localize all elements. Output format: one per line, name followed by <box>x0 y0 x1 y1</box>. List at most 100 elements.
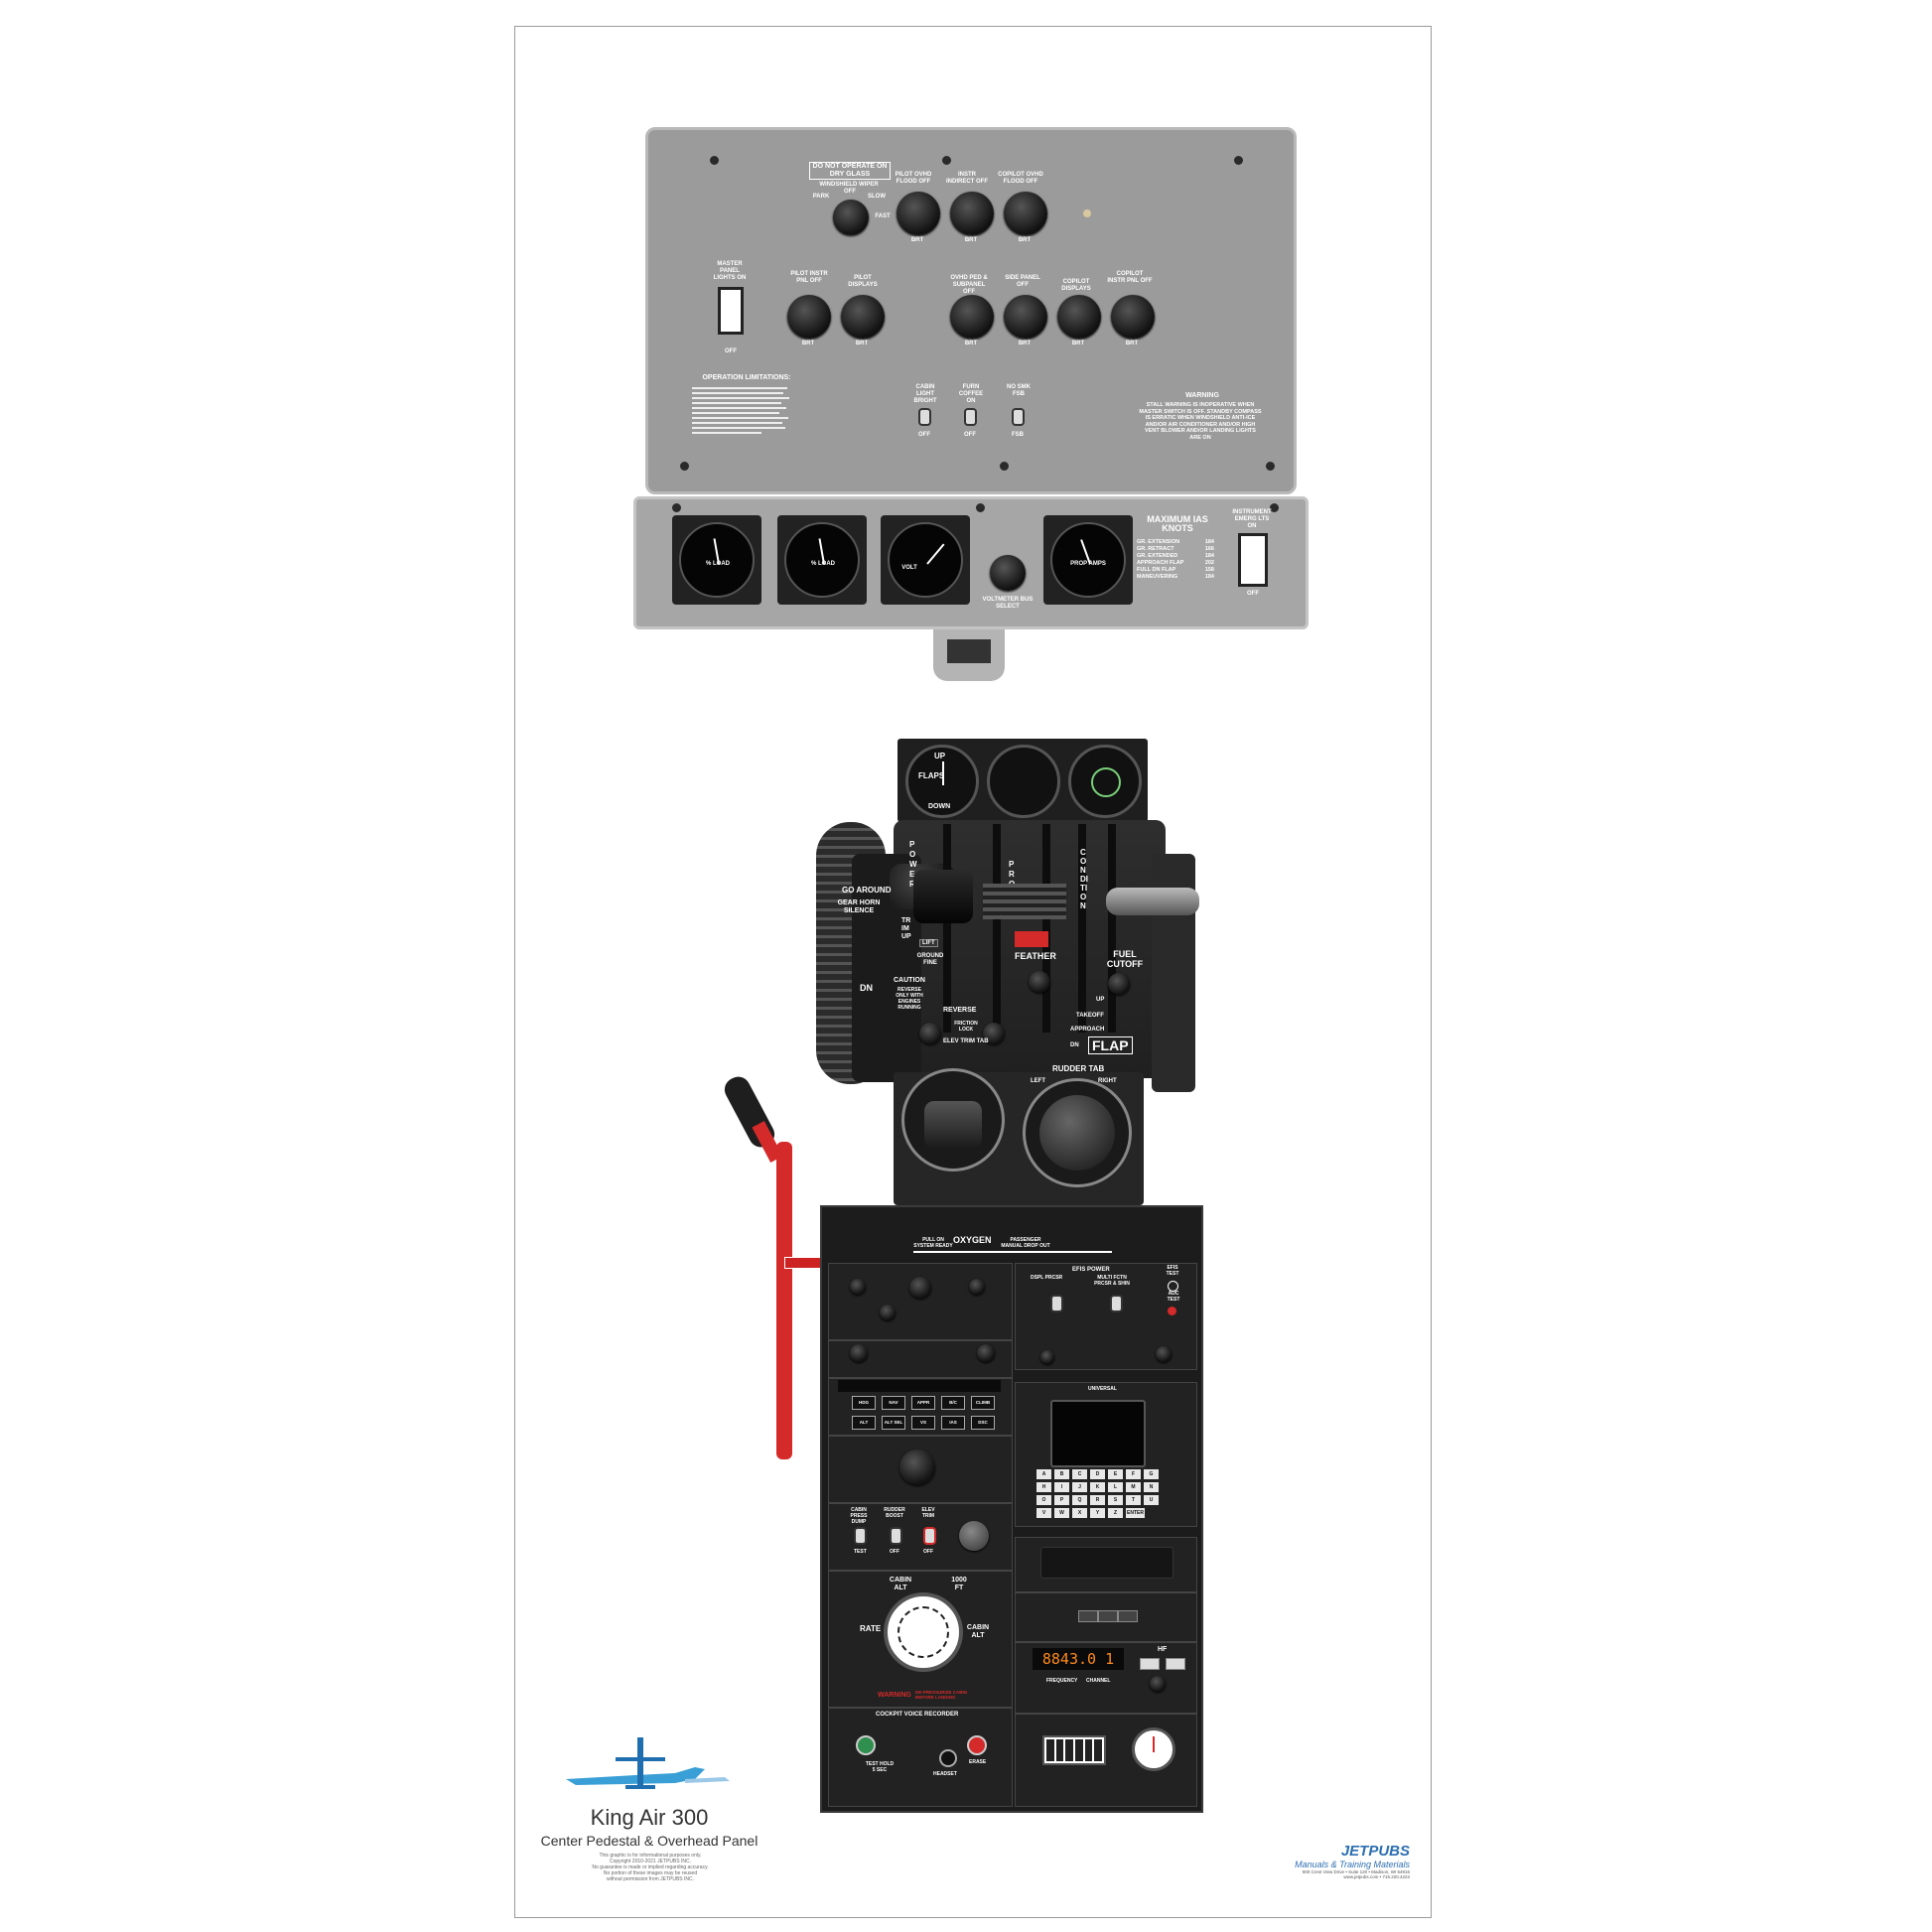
prop-levers[interactable] <box>983 884 1066 919</box>
aileron-trim-dial[interactable] <box>901 1068 1005 1172</box>
selcal-button[interactable] <box>1098 1610 1118 1622</box>
dip-switch[interactable] <box>1075 1739 1083 1761</box>
cvr-erase-button[interactable] <box>967 1735 987 1755</box>
headset-jack[interactable] <box>939 1749 957 1767</box>
hdg-knob[interactable] <box>850 1344 868 1362</box>
display-hdg-knob[interactable] <box>1040 1350 1054 1364</box>
fms-key[interactable]: O <box>1036 1495 1051 1505</box>
adc-knob[interactable] <box>909 1277 931 1299</box>
pilot-instr-pnl-knob[interactable] <box>787 295 831 339</box>
fms-key[interactable]: Q <box>1072 1495 1087 1505</box>
fms-key[interactable]: L <box>1108 1482 1123 1492</box>
copilot-instr-pnl-knob[interactable] <box>1111 295 1155 339</box>
pilot-displays-knob[interactable] <box>841 295 885 339</box>
display-crs-knob[interactable] <box>1156 1346 1172 1362</box>
aileron-trim-knob[interactable] <box>924 1101 982 1149</box>
autopilot-b-c-button[interactable]: B/C <box>941 1396 965 1410</box>
autopilot-climb-button[interactable]: CLIMB <box>971 1396 995 1410</box>
fms-key[interactable]: U <box>1144 1495 1159 1505</box>
master-panel-lights-switch[interactable] <box>718 287 744 335</box>
selcal-button[interactable] <box>1118 1610 1138 1622</box>
fms-key[interactable]: J <box>1072 1482 1087 1492</box>
ovhd-ped-subpanel-knob[interactable] <box>950 295 994 339</box>
dip-switch[interactable] <box>1094 1739 1103 1761</box>
autopilot-nav-button[interactable]: NAV <box>882 1396 905 1410</box>
prop-friction-knob[interactable] <box>983 1023 1005 1044</box>
fms-key[interactable]: F <box>1126 1469 1141 1479</box>
dip-switch[interactable] <box>1084 1739 1093 1761</box>
autopilot-ias-button[interactable]: IAS <box>941 1416 965 1430</box>
fms-key[interactable]: S <box>1108 1495 1123 1505</box>
crs-knob[interactable] <box>977 1344 995 1362</box>
fms-key[interactable]: B <box>1054 1469 1069 1479</box>
fms-key[interactable]: E <box>1108 1469 1123 1479</box>
fms-key[interactable]: H <box>1036 1482 1051 1492</box>
fms-key[interactable]: X <box>1072 1508 1087 1518</box>
furn-coffee-toggle[interactable] <box>964 408 977 426</box>
autopilot-vs-button[interactable]: VS <box>911 1416 935 1430</box>
pitch-wheel-knob[interactable] <box>899 1449 935 1485</box>
fms-key[interactable]: D <box>1090 1469 1105 1479</box>
fms-key[interactable]: G <box>1144 1469 1159 1479</box>
no-smk-fsb-toggle[interactable] <box>1012 408 1025 426</box>
dip-switch[interactable] <box>1055 1739 1064 1761</box>
selcal-button[interactable] <box>1078 1610 1098 1622</box>
fms-key[interactable]: Z <box>1108 1508 1123 1518</box>
voltmeter-bus-select-knob[interactable] <box>990 555 1026 591</box>
fms-key[interactable]: C <box>1072 1469 1087 1479</box>
autopilot-alt-sel-button[interactable]: ALT SEL <box>882 1416 905 1430</box>
dim-knob[interactable] <box>880 1305 896 1320</box>
multi-fctn-toggle[interactable] <box>1110 1295 1123 1312</box>
fms-key[interactable]: W <box>1054 1508 1069 1518</box>
fms-key[interactable]: A <box>1036 1469 1051 1479</box>
power-lever-left[interactable] <box>913 870 973 923</box>
fms-key[interactable]: V <box>1036 1508 1051 1518</box>
fms-key[interactable]: K <box>1090 1482 1105 1492</box>
condition-levers[interactable] <box>1106 888 1199 915</box>
dip-switch[interactable] <box>1065 1739 1074 1761</box>
rudder-trim-knob[interactable] <box>1039 1095 1115 1171</box>
dip-switch-block[interactable] <box>1042 1735 1106 1765</box>
fms-key[interactable]: I <box>1054 1482 1069 1492</box>
oxygen-pull-handle[interactable] <box>776 1142 792 1459</box>
fms-key[interactable]: T <box>1126 1495 1141 1505</box>
pilot-ovhd-flood-knob[interactable] <box>897 192 940 235</box>
autopilot-hdg-button[interactable]: HDG <box>852 1396 876 1410</box>
hf-mode-button[interactable] <box>1140 1658 1160 1670</box>
adc-test-button[interactable] <box>1168 1307 1176 1315</box>
hf-mode-button[interactable] <box>1166 1658 1185 1670</box>
fms-key[interactable]: R <box>1090 1495 1105 1505</box>
cabin-press-dump-toggle[interactable] <box>854 1527 867 1545</box>
friction-lock-knob[interactable] <box>1029 971 1050 993</box>
autopilot-appr-button[interactable]: APPR <box>911 1396 935 1410</box>
power-friction-knob[interactable] <box>919 1023 941 1044</box>
copilot-ovhd-flood-knob[interactable] <box>1004 192 1047 235</box>
fms-key[interactable]: Y <box>1090 1508 1105 1518</box>
baro-knob[interactable] <box>969 1279 985 1295</box>
fms-key[interactable]: P <box>1054 1495 1069 1505</box>
cabin-alt-controller-knob[interactable] <box>959 1521 989 1551</box>
rudder-trim-dial[interactable] <box>1023 1078 1132 1187</box>
flap-friction-knob[interactable] <box>1108 973 1130 995</box>
instr-emerg-lts-switch[interactable] <box>1238 533 1268 587</box>
rudder-boost-toggle[interactable] <box>890 1527 902 1545</box>
dh-set-knob[interactable] <box>850 1279 866 1295</box>
elev-trim-toggle[interactable] <box>923 1527 936 1545</box>
autopilot-dsc-button[interactable]: DSC <box>971 1416 995 1430</box>
cabin-light-toggle[interactable] <box>918 408 931 426</box>
autopilot-alt-button[interactable]: ALT <box>852 1416 876 1430</box>
side-panel-knob[interactable] <box>1004 295 1047 339</box>
fms-key[interactable]: M <box>1126 1482 1141 1492</box>
dspl-prcsr-toggle[interactable] <box>1050 1295 1063 1312</box>
dip-switch[interactable] <box>1046 1739 1054 1761</box>
cvr-test-button[interactable] <box>856 1735 876 1755</box>
windshield-wiper-knob[interactable] <box>833 200 869 235</box>
flap-lever[interactable]: FLAP <box>1088 1036 1133 1054</box>
fms-key[interactable]: N <box>1144 1482 1159 1492</box>
fms-key[interactable]: ENTER <box>1126 1508 1145 1518</box>
instr-indirect-knob[interactable] <box>950 192 994 235</box>
cabin-alt-dial[interactable] <box>884 1592 963 1672</box>
copilot-displays-knob[interactable] <box>1057 295 1101 339</box>
hf-volume-knob[interactable] <box>1150 1676 1166 1692</box>
efis-test-button[interactable] <box>1168 1281 1178 1292</box>
